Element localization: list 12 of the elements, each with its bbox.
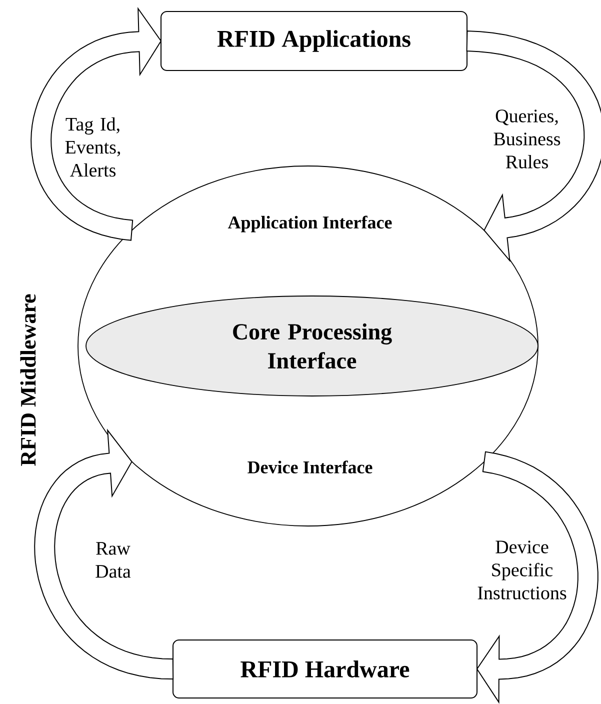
- edge-label: Tag Id, Events, Alerts: [65, 117, 120, 177]
- edge-label: Raw Data: [96, 542, 131, 578]
- block-arrow: [30, 6, 162, 241]
- edge-label: Queries, Business Rules: [494, 110, 560, 168]
- block-arrow: [34, 428, 174, 680]
- block-arrow: [476, 451, 598, 704]
- interface-label: Application Interface: [228, 216, 392, 232]
- label-box: RFID Applications: [160, 11, 468, 71]
- interface-label: Device Interface: [248, 460, 372, 474]
- side-label: RFID Middleware: [20, 294, 36, 466]
- label-box: RFID Hardware: [172, 640, 478, 698]
- edge-label: Device Specific Instructions: [478, 540, 566, 600]
